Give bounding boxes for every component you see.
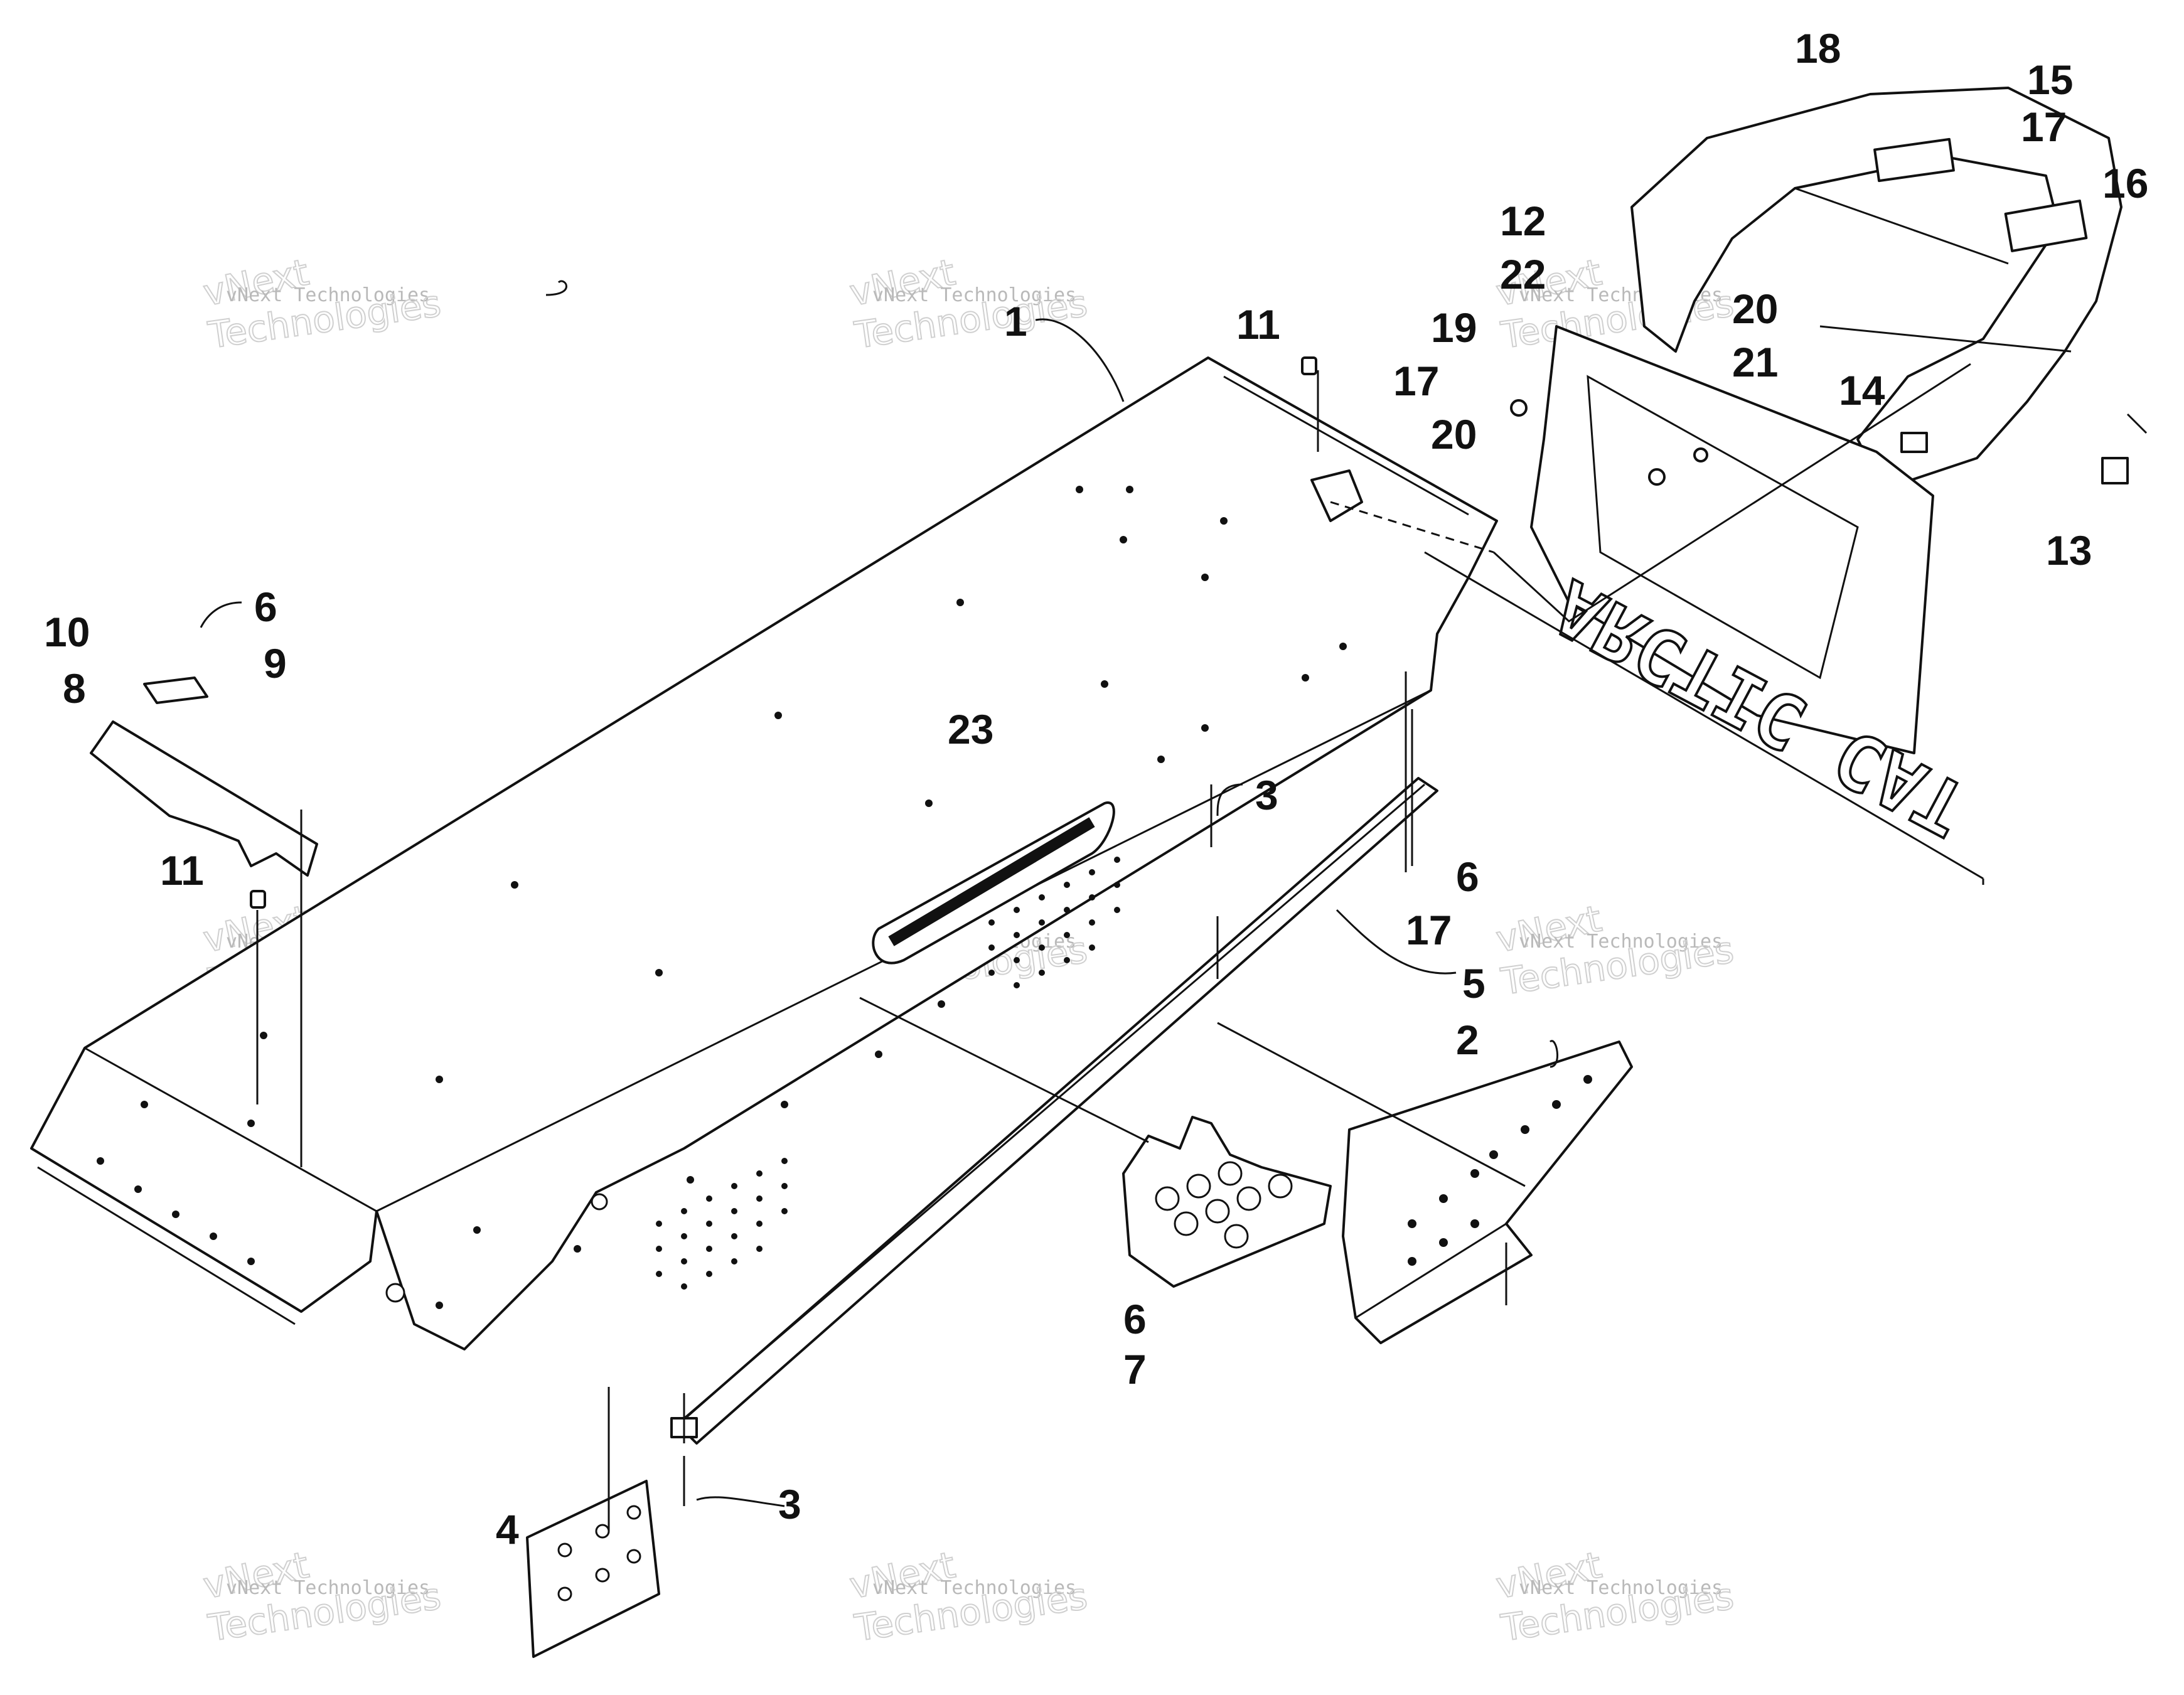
callout-11: 11 [1236, 301, 1280, 348]
callout-14: 14 [1839, 367, 1885, 414]
watermark-text: vNext Technologies [1519, 931, 1723, 953]
left-bracket [90, 676, 318, 877]
side-rail [670, 777, 1438, 1445]
callout-10: 10 [44, 609, 90, 655]
cap-11 [250, 890, 266, 909]
callout-17: 17 [1406, 907, 1452, 953]
callout-8: 8 [63, 665, 86, 712]
washer-21 [1693, 447, 1708, 463]
rear-bracket [1342, 1040, 1633, 1344]
callout-6: 6 [254, 584, 277, 630]
watermark-text: vNext Technologies [226, 1577, 430, 1599]
callout-12: 12 [1500, 198, 1546, 244]
callout-4: 4 [496, 1506, 519, 1553]
watermark: vNext vNext Technologies Technologies [199, 250, 444, 357]
callout-17: 17 [2021, 104, 2067, 150]
bumper-insert-15 [1873, 137, 1955, 183]
panel-hole-pattern-front [988, 857, 1120, 988]
callout-21: 21 [1732, 339, 1778, 385]
callout-19: 19 [1431, 304, 1477, 351]
nut-13 [2101, 457, 2129, 484]
cap-11 [1301, 356, 1317, 375]
watermark: vNext vNext Technologies Technologies [1492, 1543, 1737, 1650]
callout-20: 20 [1732, 286, 1778, 332]
callout-labels: 1 2 3 3 4 5 6 6 6 7 8 9 10 11 11 12 13 1… [44, 25, 2148, 1553]
watermark: vNext vNext Technologies Technologies [845, 250, 1091, 357]
watermark-text: vNext Technologies [872, 1577, 1076, 1599]
watermark-text: vNext Technologies [226, 284, 430, 306]
hardware [250, 356, 2129, 909]
callout-15: 15 [2027, 56, 2073, 103]
rear-bumper [1630, 87, 2122, 491]
callout-1: 1 [1004, 298, 1027, 345]
callout-6: 6 [1456, 853, 1479, 900]
callout-6: 6 [1123, 1296, 1147, 1342]
callout-22: 22 [1500, 251, 1546, 297]
callout-9: 9 [264, 640, 287, 687]
watermark: vNext vNext Technologies Technologies [1492, 896, 1737, 1003]
main-panel [30, 356, 1498, 1350]
callout-5: 5 [1462, 960, 1485, 1007]
small-plate [526, 1480, 660, 1658]
callout-18: 18 [1795, 25, 1841, 72]
nut-20 [1510, 399, 1528, 417]
callout-20: 20 [1431, 411, 1477, 457]
watermark: vNext vNext Technologies Technologies [845, 1543, 1091, 1650]
callout-16: 16 [2102, 160, 2148, 206]
callout-23: 23 [948, 706, 993, 752]
callout-2: 2 [1456, 1017, 1479, 1063]
watermark: vNext vNext Technologies Technologies [199, 1543, 444, 1650]
callout-7: 7 [1123, 1346, 1147, 1393]
decal [872, 801, 1115, 965]
callout-11: 11 [160, 847, 204, 894]
callout-13: 13 [2046, 527, 2092, 574]
panel-hole-pattern-rear [656, 1158, 788, 1290]
callout-17: 17 [1393, 358, 1439, 404]
step-plate [1122, 1116, 1332, 1288]
watermark-text: vNext Technologies [872, 284, 1076, 306]
callout-3: 3 [1255, 772, 1278, 818]
callout-3: 3 [778, 1481, 801, 1527]
watermark-text: vNext Technologies [1519, 1577, 1723, 1599]
assembly-lines [256, 363, 2148, 1531]
nut-14 [1900, 432, 1928, 453]
nut-20 [1648, 468, 1666, 486]
bumper-insert-16 [2004, 200, 2088, 252]
leader-lines [200, 280, 1559, 1507]
